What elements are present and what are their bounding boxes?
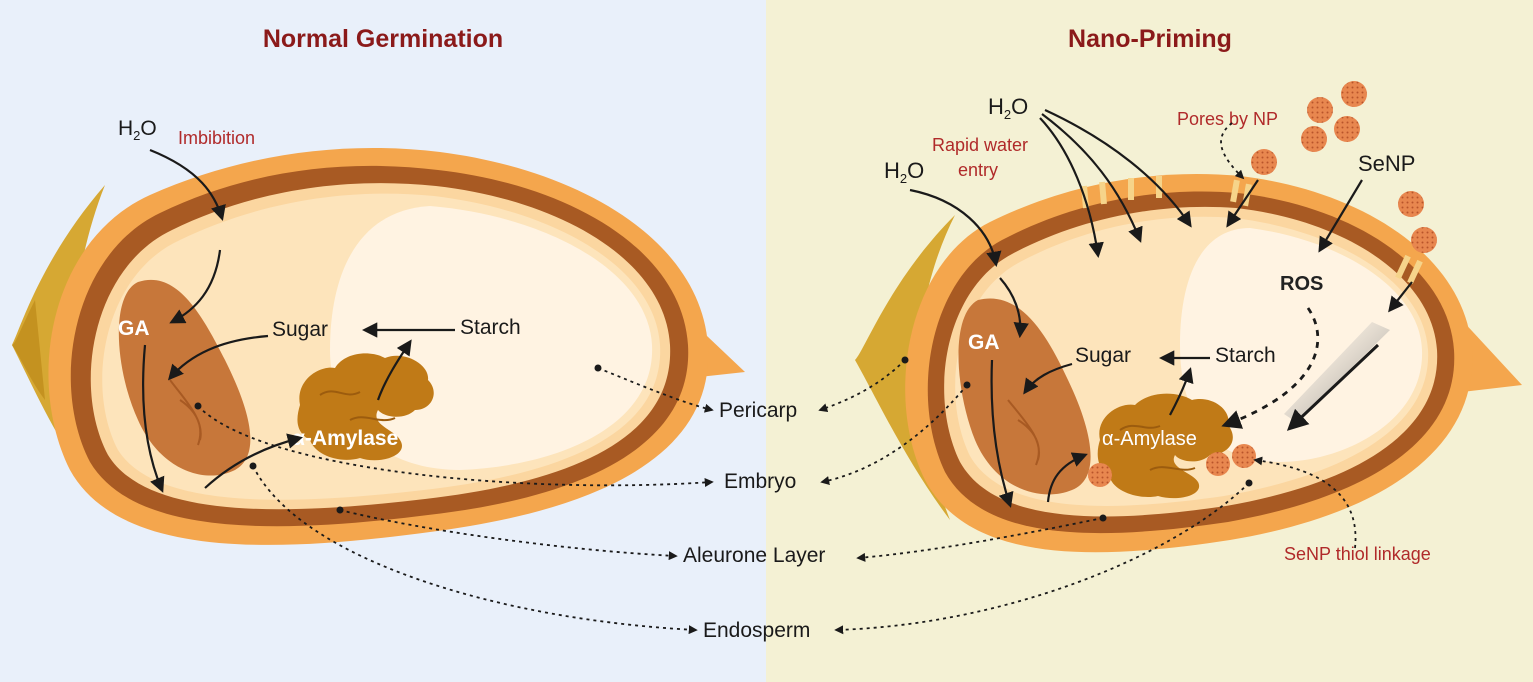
leader-right-embryo <box>820 384 968 485</box>
senp-label: SeNP <box>1358 151 1415 176</box>
senp-nanoparticles <box>1088 81 1437 487</box>
right-ga-label: GA <box>968 331 1000 354</box>
water-arrow-3 <box>1044 109 1192 228</box>
left-panel-title: Normal Germination <box>263 25 503 53</box>
aleurone-layer-label: Aleurone Layer <box>683 544 825 567</box>
nanoparticle <box>1206 452 1230 476</box>
pores-leader <box>1220 122 1245 180</box>
left-imbibition-label: Imbibition <box>178 128 255 148</box>
pericarp-label: Pericarp <box>719 399 797 422</box>
pore-arrow <box>1226 179 1259 228</box>
water-arrow-2 <box>1041 113 1143 243</box>
senp-thiol-linkage-label: SeNP thiol linkage <box>1284 544 1431 564</box>
right-husk <box>855 215 955 520</box>
nanoparticle <box>1088 463 1112 487</box>
left-arrow-imbibition <box>149 148 226 221</box>
left-arrow-amylase-to-starch <box>376 339 412 401</box>
left-arrow-to-ga <box>169 249 222 324</box>
right-amylase-blob <box>1097 393 1233 499</box>
right-amylase-label: α-Amylase <box>1102 428 1197 450</box>
left-ga-label: GA <box>118 317 150 340</box>
nanoparticle <box>1411 227 1437 253</box>
leader-left-pericarp <box>597 367 714 413</box>
leader-left-endosperm <box>252 465 698 635</box>
leader-right-aleurone <box>856 517 1104 562</box>
right-panel-title: Nano-Priming <box>1068 25 1232 53</box>
right-arrow-water-to-embryo <box>909 188 1002 268</box>
right-water-side-label: H2O <box>884 158 924 186</box>
ros-to-amylase-dashed-arrow <box>1221 307 1320 429</box>
rapid-water-entry-label-line2: entry <box>958 160 998 180</box>
water-arrow-1 <box>1039 117 1104 259</box>
ros-label: ROS <box>1280 273 1323 295</box>
senp-to-ros-arrow <box>1318 179 1363 253</box>
thiol-leader <box>1253 456 1357 549</box>
senp-to-amylase-arrow <box>1286 343 1380 431</box>
leader-left-aleurone <box>339 509 678 561</box>
right-leader-lines <box>818 356 1253 635</box>
right-arrow-to-ga <box>999 277 1029 339</box>
leader-left-embryo <box>197 405 714 487</box>
nanoparticle <box>1334 116 1360 142</box>
left-amylase-label: α-Amylase <box>292 427 398 450</box>
left-arrow-aleurone-to-amylase <box>204 433 303 489</box>
left-sugar-label: Sugar <box>272 318 328 341</box>
leader-right-pericarp <box>818 359 906 412</box>
senp-entry-arrow <box>1388 281 1413 313</box>
right-seed-tail <box>1460 318 1522 392</box>
endosperm-label: Endosperm <box>703 619 810 642</box>
nanoparticle <box>1251 149 1277 175</box>
left-seed <box>12 147 745 545</box>
nanoparticle <box>1398 191 1424 217</box>
right-seed <box>855 174 1522 553</box>
right-arrow-amylase-to-starch <box>1169 367 1194 416</box>
nanoparticle <box>1307 97 1333 123</box>
right-arrow-ga-to-aleurone <box>990 359 1014 508</box>
right-water-top-label: H2O <box>988 94 1028 122</box>
leader-right-endosperm <box>834 482 1250 635</box>
left-amylase-blob <box>297 353 434 461</box>
right-arrow-aleurone-to-amylase <box>1046 452 1088 503</box>
rapid-water-entry-label-line1: Rapid water <box>932 135 1028 155</box>
left-starch-label: Starch <box>460 316 521 339</box>
right-starch-region <box>1180 228 1423 462</box>
right-arrow-sugar-to-embryo <box>1023 362 1073 395</box>
embryo-label: Embryo <box>724 470 796 493</box>
left-arrow-ga-to-aleurone <box>142 344 165 493</box>
left-leader-lines <box>194 364 714 635</box>
left-water-label: H2O <box>118 117 157 143</box>
right-embryo <box>958 298 1091 495</box>
left-embryo <box>118 279 251 476</box>
nanoparticle <box>1232 444 1256 468</box>
nanoparticle <box>1341 81 1367 107</box>
pores-by-np-label: Pores by NP <box>1177 109 1278 129</box>
right-starch-label: Starch <box>1215 344 1276 367</box>
left-arrow-sugar-to-embryo <box>167 334 269 381</box>
right-sugar-label: Sugar <box>1075 344 1131 367</box>
nanoparticle <box>1301 126 1327 152</box>
